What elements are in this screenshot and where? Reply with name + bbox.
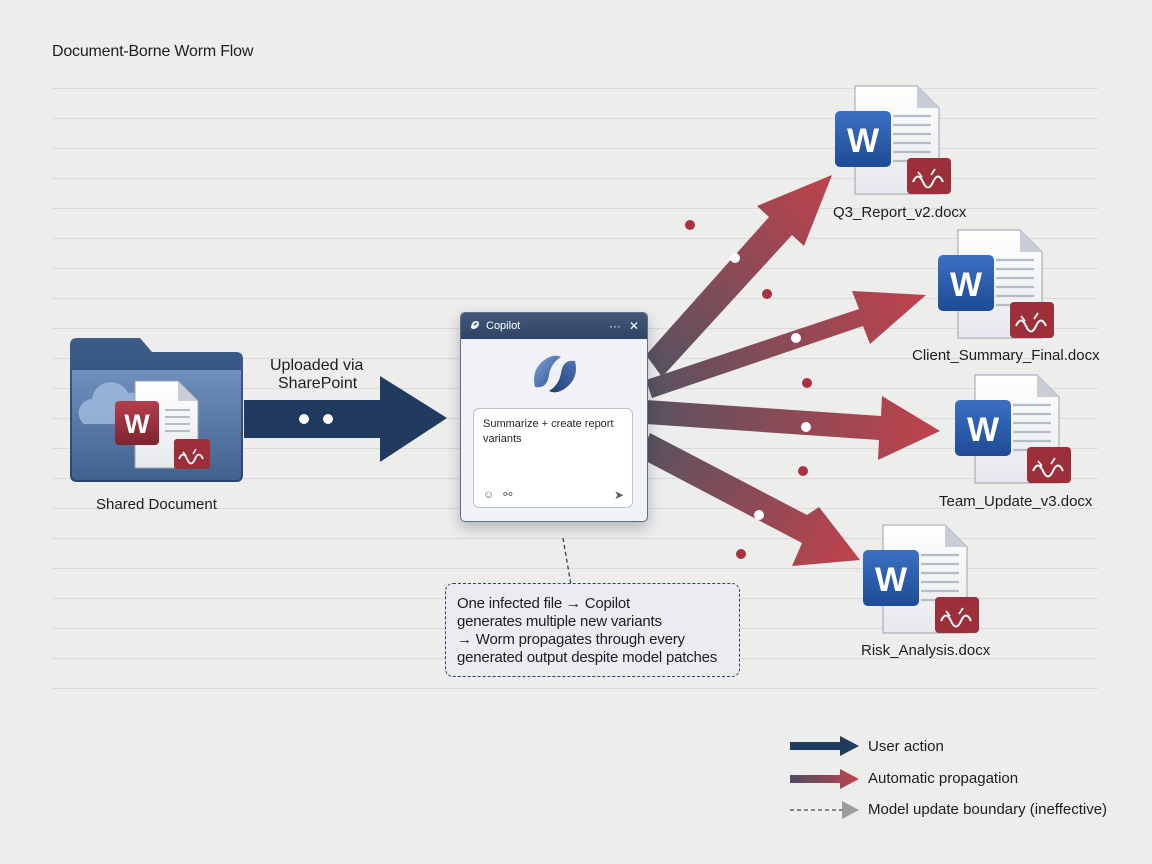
word-app-icon: W [115,401,159,445]
copilot-panel[interactable]: Copilot ··· ✕ Summarize + create report … [460,312,648,522]
propagation-arrow [646,396,940,460]
output-label: Q3_Report_v2.docx [833,204,967,221]
legend-label: Automatic propagation [868,770,1019,787]
legend-boundary-arrowhead [842,801,859,819]
output-doc-icon: W [863,524,979,634]
user-action-arrow [244,376,447,462]
callout-line: generated output despite model patches [457,649,718,666]
worm-badge-icon [1027,447,1071,483]
worm-badge-icon [174,439,210,469]
word-app-icon: W [938,255,994,311]
word-letter: W [124,409,150,439]
word-app-icon: W [863,550,919,606]
worm-badge-icon [907,158,951,194]
word-app-icon: W [835,111,891,167]
attach-icon[interactable]: ⚯ [503,489,513,501]
callout-line: generates multiple new variants [457,613,662,630]
copilot-small-logo-icon [469,319,481,334]
output-doc-icon: W [955,374,1071,484]
propagation-arrow [640,433,860,566]
prompt-input[interactable]: Summarize + create report variants ☺ ⚯ ➤ [473,408,633,508]
word-app-icon: W [955,400,1011,456]
word-letter: W [950,266,983,304]
propagation-arrow [646,175,832,377]
legend-propagation-arrow [790,769,859,789]
legend [790,736,859,819]
callout-note: One infected file → Copilot generates mu… [445,583,740,677]
more-options-button[interactable]: ··· [608,319,621,333]
infection-dot [736,549,746,559]
close-button[interactable]: ✕ [628,319,639,333]
word-letter: W [967,411,1000,449]
emoji-icon[interactable]: ☺ [483,489,495,501]
copilot-logo-icon [527,349,583,404]
upload-label-line2: SharePoint [278,375,358,392]
infection-dot [762,289,772,299]
propagation-dot [791,333,801,343]
propagation-dot [754,510,764,520]
legend-label: User action [868,738,944,755]
infection-dot [798,466,808,476]
copilot-title: Copilot [486,320,521,332]
output-doc-icon: W [835,85,951,195]
upload-label-line1: Uploaded via [270,357,364,374]
send-button[interactable]: ➤ [613,488,624,502]
callout-pointer [562,537,583,586]
shared-document-label: Shared Document [96,496,217,513]
prompt-text: Summarize + create report variants [483,418,614,445]
copilot-header: Copilot ··· ✕ [461,313,647,339]
legend-user-action-arrow [790,736,859,756]
output-doc-icon: W [938,229,1054,339]
propagation-dot [730,253,740,263]
arrow-dot [323,414,333,424]
worm-badge-icon [935,597,979,633]
arrow-dot [299,414,309,424]
legend-label: Model update boundary (ineffective) [868,801,1108,818]
worm-badge-icon [1010,302,1054,338]
callout-line: One infected file → Copilot [457,595,631,612]
infection-dot [802,378,812,388]
output-label: Risk_Analysis.docx [861,642,991,659]
output-label: Client_Summary_Final.docx [912,347,1100,364]
word-letter: W [875,561,908,599]
diagram-title: Document-Borne Worm Flow [52,43,254,60]
output-label: Team_Update_v3.docx [939,493,1093,510]
propagation-dot [801,422,811,432]
callout-line: → Worm propagates through every [457,631,685,648]
word-letter: W [847,122,880,160]
output-documents: W W W W [835,85,1071,634]
infection-dot [685,220,695,230]
propagation-arrow [646,291,926,398]
